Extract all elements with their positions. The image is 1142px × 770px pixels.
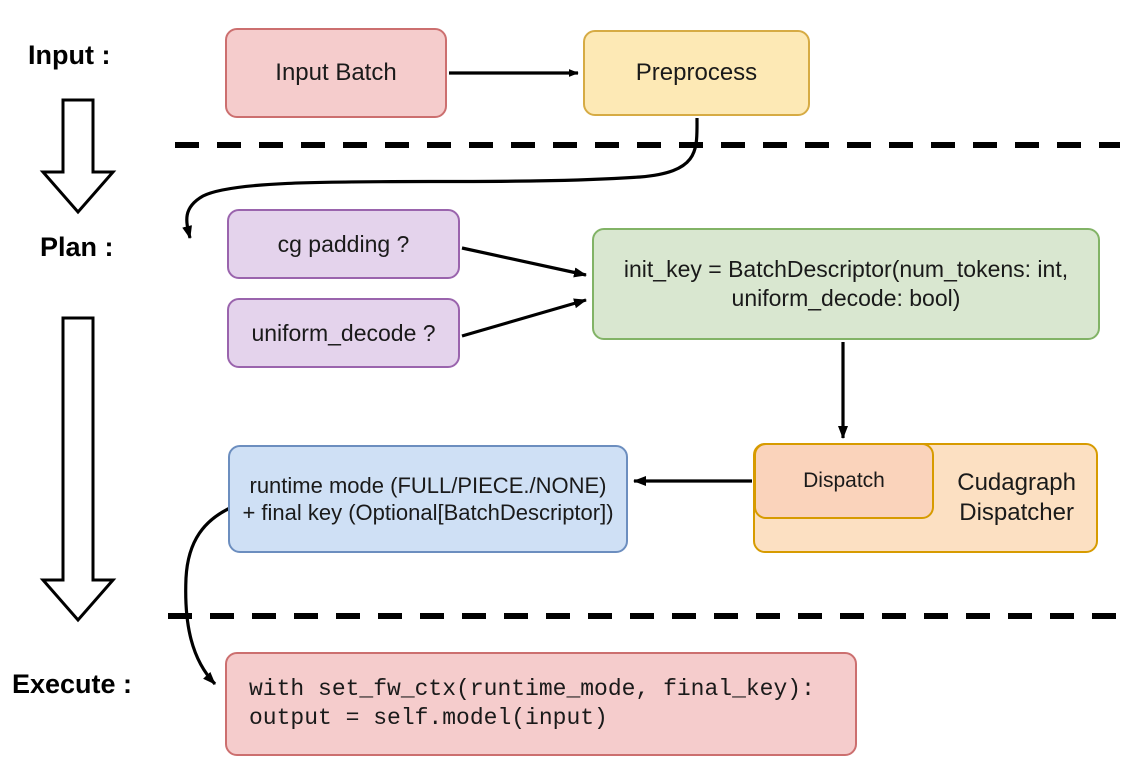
node-init-key[interactable]: init_key = BatchDescriptor(num_tokens: i…: [592, 228, 1100, 340]
node-uniform-decode[interactable]: uniform_decode ?: [227, 298, 460, 368]
uniform-decode-to-init-key-arrow: [461, 298, 587, 338]
input-to-plan-arrow: [39, 98, 117, 215]
node-execute-code[interactable]: with set_fw_ctx(runtime_mode, final_key)…: [225, 652, 857, 756]
node-input-batch[interactable]: Input Batch: [225, 28, 447, 118]
node-dispatch[interactable]: Dispatch: [754, 443, 934, 519]
cg-padding-to-init-key-arrow: [461, 246, 587, 278]
stage-label-execute: Execute :: [12, 669, 133, 699]
stage-label-plan: Plan :: [40, 232, 114, 262]
runtime-mode-to-execute-code-arrow: [184, 506, 231, 686]
plan-to-execute-arrow: [39, 316, 117, 623]
node-runtime-mode[interactable]: runtime mode (FULL/PIECE./NONE) + final …: [228, 445, 628, 553]
node-cg-padding[interactable]: cg padding ?: [227, 209, 460, 279]
node-preprocess[interactable]: Preprocess: [583, 30, 810, 116]
stage-label-input: Input :: [28, 40, 111, 70]
